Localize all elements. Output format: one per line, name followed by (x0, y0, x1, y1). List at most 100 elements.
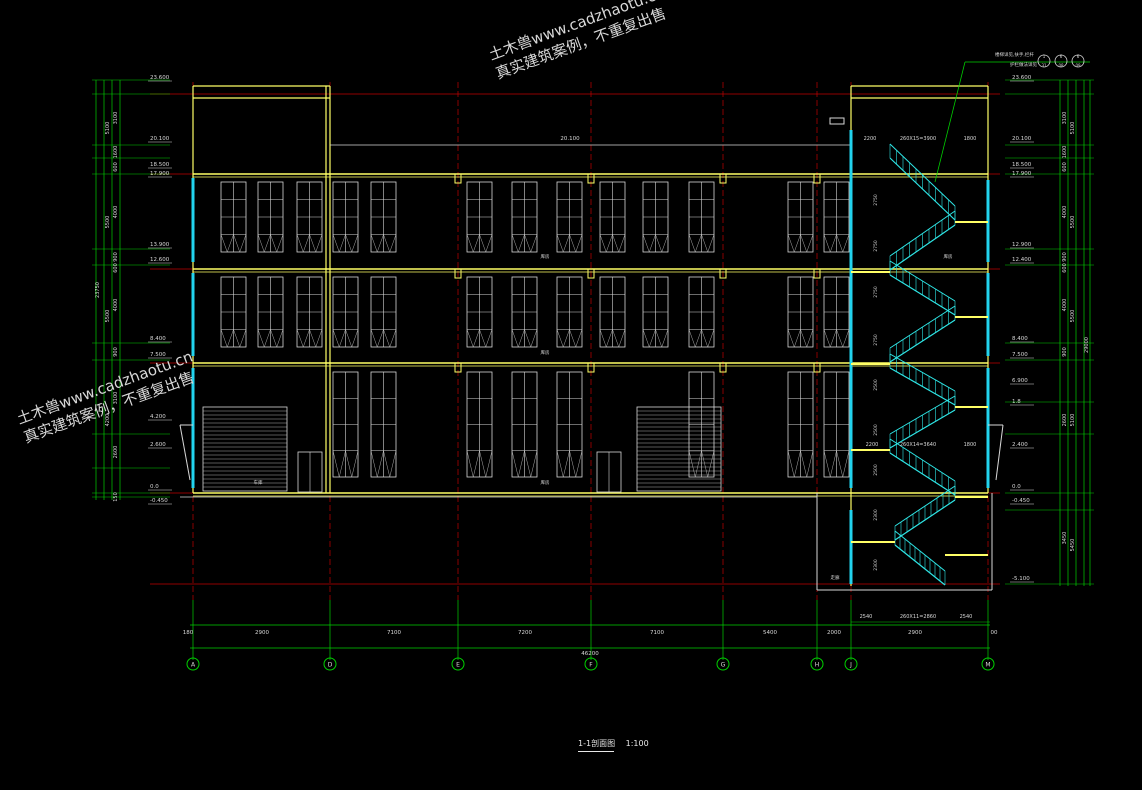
window-swing (351, 450, 359, 478)
left-dim-inner: 150 (113, 492, 119, 502)
window-swing (695, 329, 702, 348)
window-swing (518, 450, 525, 478)
right-dim-inner: 2600 (1062, 414, 1068, 427)
stair-note: 楼梯详见,扶手,栏杆 (995, 51, 1034, 58)
right-dim-inner: 3450 (1062, 532, 1068, 545)
stair-dim-bottom: 2540 (860, 614, 873, 620)
beam-stub (719, 268, 727, 279)
window-swing (220, 329, 228, 348)
window-swing (264, 329, 271, 348)
bottom-dimension: 180 (183, 630, 194, 636)
left-dim-inner: 4000 (113, 206, 119, 219)
canopy-brace (995, 424, 1004, 481)
left-total: 23750 (95, 282, 101, 298)
window-swing (270, 234, 277, 253)
window-swing (618, 234, 626, 253)
room-label: 库房 (541, 253, 550, 260)
right-dim-inner: 4000 (1062, 206, 1068, 219)
window-swing (707, 450, 715, 478)
left-dim-inner: 900 (113, 347, 119, 357)
window-swing (695, 450, 702, 478)
window-swing (332, 234, 340, 253)
right-level: 12.400 (1012, 257, 1032, 263)
window-swing (569, 329, 576, 348)
bottom-dimension: 2000 (827, 630, 841, 636)
window-swing (563, 329, 570, 348)
window-swing (524, 234, 531, 253)
window-swing (642, 329, 650, 348)
window-swing (787, 450, 795, 478)
window-swing (377, 450, 384, 478)
window-swing (257, 234, 265, 253)
window-swing (315, 234, 323, 253)
stair-flight-dim: 2750 (873, 334, 879, 346)
window-swing (569, 234, 576, 253)
window-swing (836, 234, 843, 253)
window-swing (842, 329, 850, 348)
axis-label: G (721, 662, 726, 669)
window-swing (836, 329, 843, 348)
reference-sheet: 08 (1058, 63, 1064, 68)
window-swing (823, 234, 831, 253)
stair-flight-dim: 2750 (873, 286, 879, 298)
drawing-title-text: 1-1剖面图 (578, 739, 616, 748)
window-swing (530, 329, 538, 348)
right-dim-inner: 1600 (1062, 146, 1068, 159)
window-swing (830, 234, 837, 253)
window-swing (383, 234, 390, 253)
left-level: 13.900 (150, 242, 170, 248)
room-label: 库房 (541, 349, 550, 356)
beam-stub (454, 173, 462, 184)
window-swing (556, 450, 564, 478)
stair-dim-top: 1800 (964, 136, 977, 142)
window-swing (485, 234, 493, 253)
window-swing (688, 329, 696, 348)
window-swing (296, 329, 304, 348)
window-swing (695, 234, 702, 253)
window-swing (575, 450, 583, 478)
beam-stub (454, 268, 462, 279)
reference-number: 6 (1077, 54, 1080, 59)
left-dim-inner: 900 (113, 252, 119, 262)
window-swing (220, 234, 228, 253)
reference-bubble (1054, 54, 1068, 68)
window-swing (485, 329, 493, 348)
reference-number: 1 (1043, 54, 1046, 59)
window-swing (377, 329, 384, 348)
window-swing (707, 234, 715, 253)
window-swing (479, 234, 486, 253)
window-swing (370, 450, 378, 478)
window-swing (530, 234, 538, 253)
window-swing (339, 234, 346, 253)
stair-flight-dim: 2500 (873, 424, 879, 436)
window-swing (466, 329, 474, 348)
right-dim-inner: 600 (1062, 263, 1068, 273)
windows (202, 181, 850, 493)
axis-bubble (186, 657, 200, 671)
window-swing (370, 329, 378, 348)
window-swing (239, 234, 247, 253)
beam-stub (587, 173, 595, 184)
window-swing (800, 329, 807, 348)
left-level: 23.600 (150, 75, 170, 81)
left-dim-outer: 5100 (105, 122, 111, 135)
axis-label: H (815, 662, 820, 669)
window-swing (642, 234, 650, 253)
right-dim-inner: 3100 (1062, 112, 1068, 125)
drawing-scale: 1:100 (625, 739, 649, 748)
axis-label: D (328, 662, 333, 669)
window-swing (345, 329, 352, 348)
left-dim-outer: 5500 (105, 310, 111, 323)
window-swing (270, 329, 277, 348)
axis-bubble (584, 657, 598, 671)
window-swing (794, 450, 801, 478)
window-swing (707, 329, 715, 348)
window-swing (569, 450, 576, 478)
window-swing (345, 234, 352, 253)
window-swing (518, 234, 525, 253)
right-dim-outer: 5100 (1070, 122, 1076, 135)
window-swing (599, 329, 607, 348)
bottom-dimension: 00 (991, 630, 998, 636)
window-swing (688, 450, 696, 478)
